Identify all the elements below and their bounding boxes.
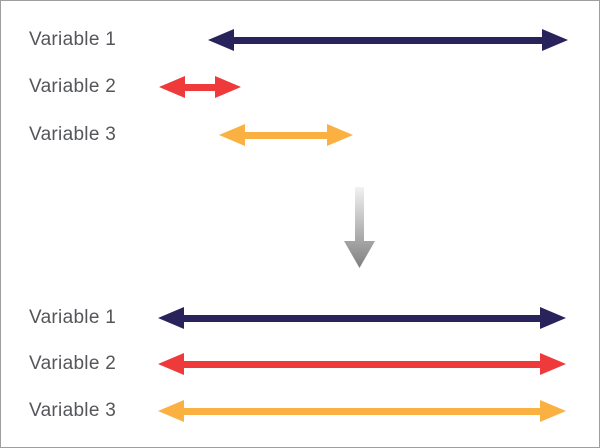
arrow-shaft <box>184 360 540 368</box>
after-label-3: Variable 3 <box>29 400 117 421</box>
arrowhead-left-icon <box>208 29 234 51</box>
arrowhead-left-icon <box>158 353 184 375</box>
arrowhead-right-icon <box>540 400 566 422</box>
arrow-shaft <box>234 36 542 44</box>
arrowhead-right-icon <box>327 124 353 146</box>
arrowhead-left-icon <box>159 76 185 98</box>
before-range-arrow-2 <box>159 75 241 99</box>
arrowhead-right-icon <box>540 307 566 329</box>
arrow-shaft <box>184 314 540 322</box>
arrowhead-right-icon <box>215 76 241 98</box>
arrowhead-left-icon <box>219 124 245 146</box>
after-range-arrow-3 <box>158 399 566 423</box>
before-label-2: Variable 2 <box>29 76 117 97</box>
arrowhead-left-icon <box>158 400 184 422</box>
before-range-arrow-1 <box>208 28 568 52</box>
down-arrow-icon <box>344 187 375 268</box>
before-label-3: Variable 3 <box>29 124 117 145</box>
arrowhead-right-icon <box>540 353 566 375</box>
arrow-shaft <box>184 407 540 415</box>
arrow-shaft <box>185 83 215 91</box>
after-range-arrow-1 <box>158 306 566 330</box>
after-label-1: Variable 1 <box>29 307 117 328</box>
arrowhead-right-icon <box>542 29 568 51</box>
arrow-shaft <box>245 131 327 139</box>
after-range-arrow-2 <box>158 352 566 376</box>
arrowhead-left-icon <box>158 307 184 329</box>
after-label-2: Variable 2 <box>29 353 117 374</box>
before-range-arrow-3 <box>219 123 353 147</box>
before-label-1: Variable 1 <box>29 29 117 50</box>
